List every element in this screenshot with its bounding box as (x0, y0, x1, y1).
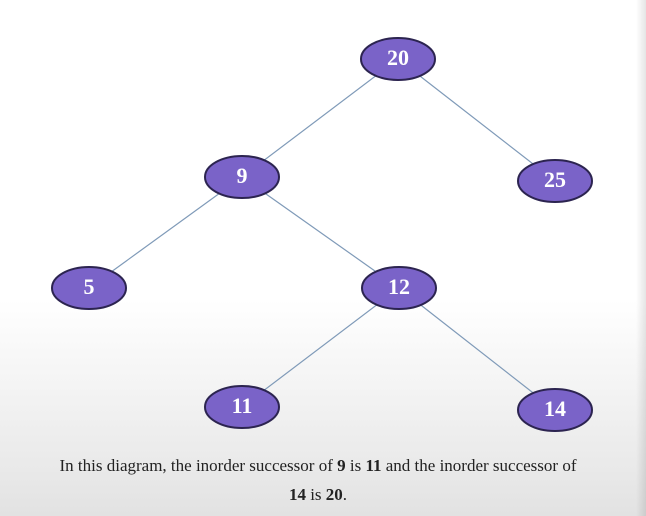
diagram-caption: In this diagram, the inorder successor o… (18, 451, 618, 509)
caption-node-value: 14 (288, 485, 306, 504)
caption-text: In this diagram, the inorder successor o… (59, 456, 338, 475)
tree-edge-9-5 (88, 176, 243, 289)
caption-text: is (305, 485, 326, 504)
caption-node-value: 20 (325, 485, 343, 504)
node-label: 20 (387, 45, 409, 70)
caption-node-value: 9 (337, 456, 346, 475)
node-label: 14 (544, 396, 566, 421)
node-ellipse (361, 266, 437, 310)
tree-node-20: 20 (360, 37, 436, 81)
node-ellipse (204, 385, 280, 429)
caption-node-value: 11 (365, 456, 382, 475)
tree-node-14: 14 (517, 388, 593, 432)
tree-node-5: 5 (51, 266, 127, 310)
node-label: 11 (232, 393, 253, 418)
right-edge-shadow (636, 0, 646, 516)
node-label: 5 (84, 274, 95, 299)
tree-edge-20-25 (397, 58, 556, 182)
node-ellipse (517, 388, 593, 432)
tree-node-9: 9 (204, 155, 280, 199)
tree-edge-9-12 (241, 176, 400, 289)
tree-node-11: 11 (204, 385, 280, 429)
node-ellipse (360, 37, 436, 81)
node-ellipse (517, 159, 593, 203)
node-label: 12 (388, 274, 410, 299)
node-label: 25 (544, 167, 566, 192)
tree-edge-12-14 (398, 287, 556, 411)
tree-node-25: 25 (517, 159, 593, 203)
caption-text: and the inorder successor of (381, 456, 577, 475)
caption-text: is (345, 456, 366, 475)
node-ellipse (204, 155, 280, 199)
tree-edge-20-9 (241, 58, 399, 178)
node-ellipse (51, 266, 127, 310)
tree-edge-12-11 (241, 287, 400, 408)
tree-node-12: 12 (361, 266, 437, 310)
caption-text: . (342, 485, 348, 504)
node-label: 9 (237, 163, 248, 188)
